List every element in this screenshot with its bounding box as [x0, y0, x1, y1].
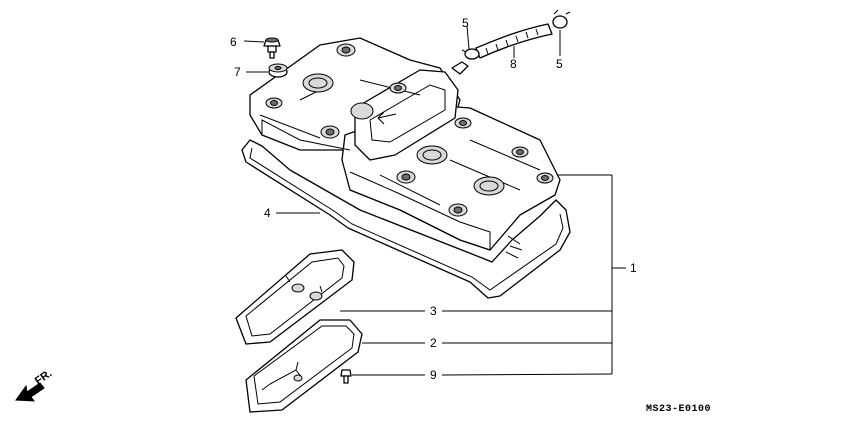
callout-3: 3 [430, 304, 437, 318]
front-arrow-icon [15, 382, 45, 402]
breather-hose [475, 23, 553, 59]
grommet [268, 63, 288, 78]
callout-5-left: 5 [462, 16, 469, 30]
cover-bolt [263, 37, 281, 59]
front-direction-marker: FR. [15, 367, 54, 402]
callout-1: 1 [630, 261, 637, 275]
callout-4: 4 [264, 206, 271, 220]
drawing-code: MS23-E0100 [646, 404, 711, 415]
plug-hole-gasket [235, 249, 355, 345]
leader-lines [243, 25, 626, 376]
callout-7: 7 [234, 65, 241, 79]
cylinder-head-cover [249, 37, 561, 251]
callout-8: 8 [510, 57, 517, 71]
callout-5-right: 5 [556, 57, 563, 71]
callout-6: 6 [230, 35, 237, 49]
plug-cover-bolt [340, 369, 352, 384]
hose-clamp-right [552, 9, 571, 29]
front-marker-label: FR. [33, 367, 54, 387]
callout-2: 2 [430, 336, 437, 350]
plug-hole-cover [245, 319, 363, 413]
callout-9: 9 [430, 368, 437, 382]
cover-gasket [241, 139, 571, 299]
hose-clamp-left [461, 48, 480, 60]
